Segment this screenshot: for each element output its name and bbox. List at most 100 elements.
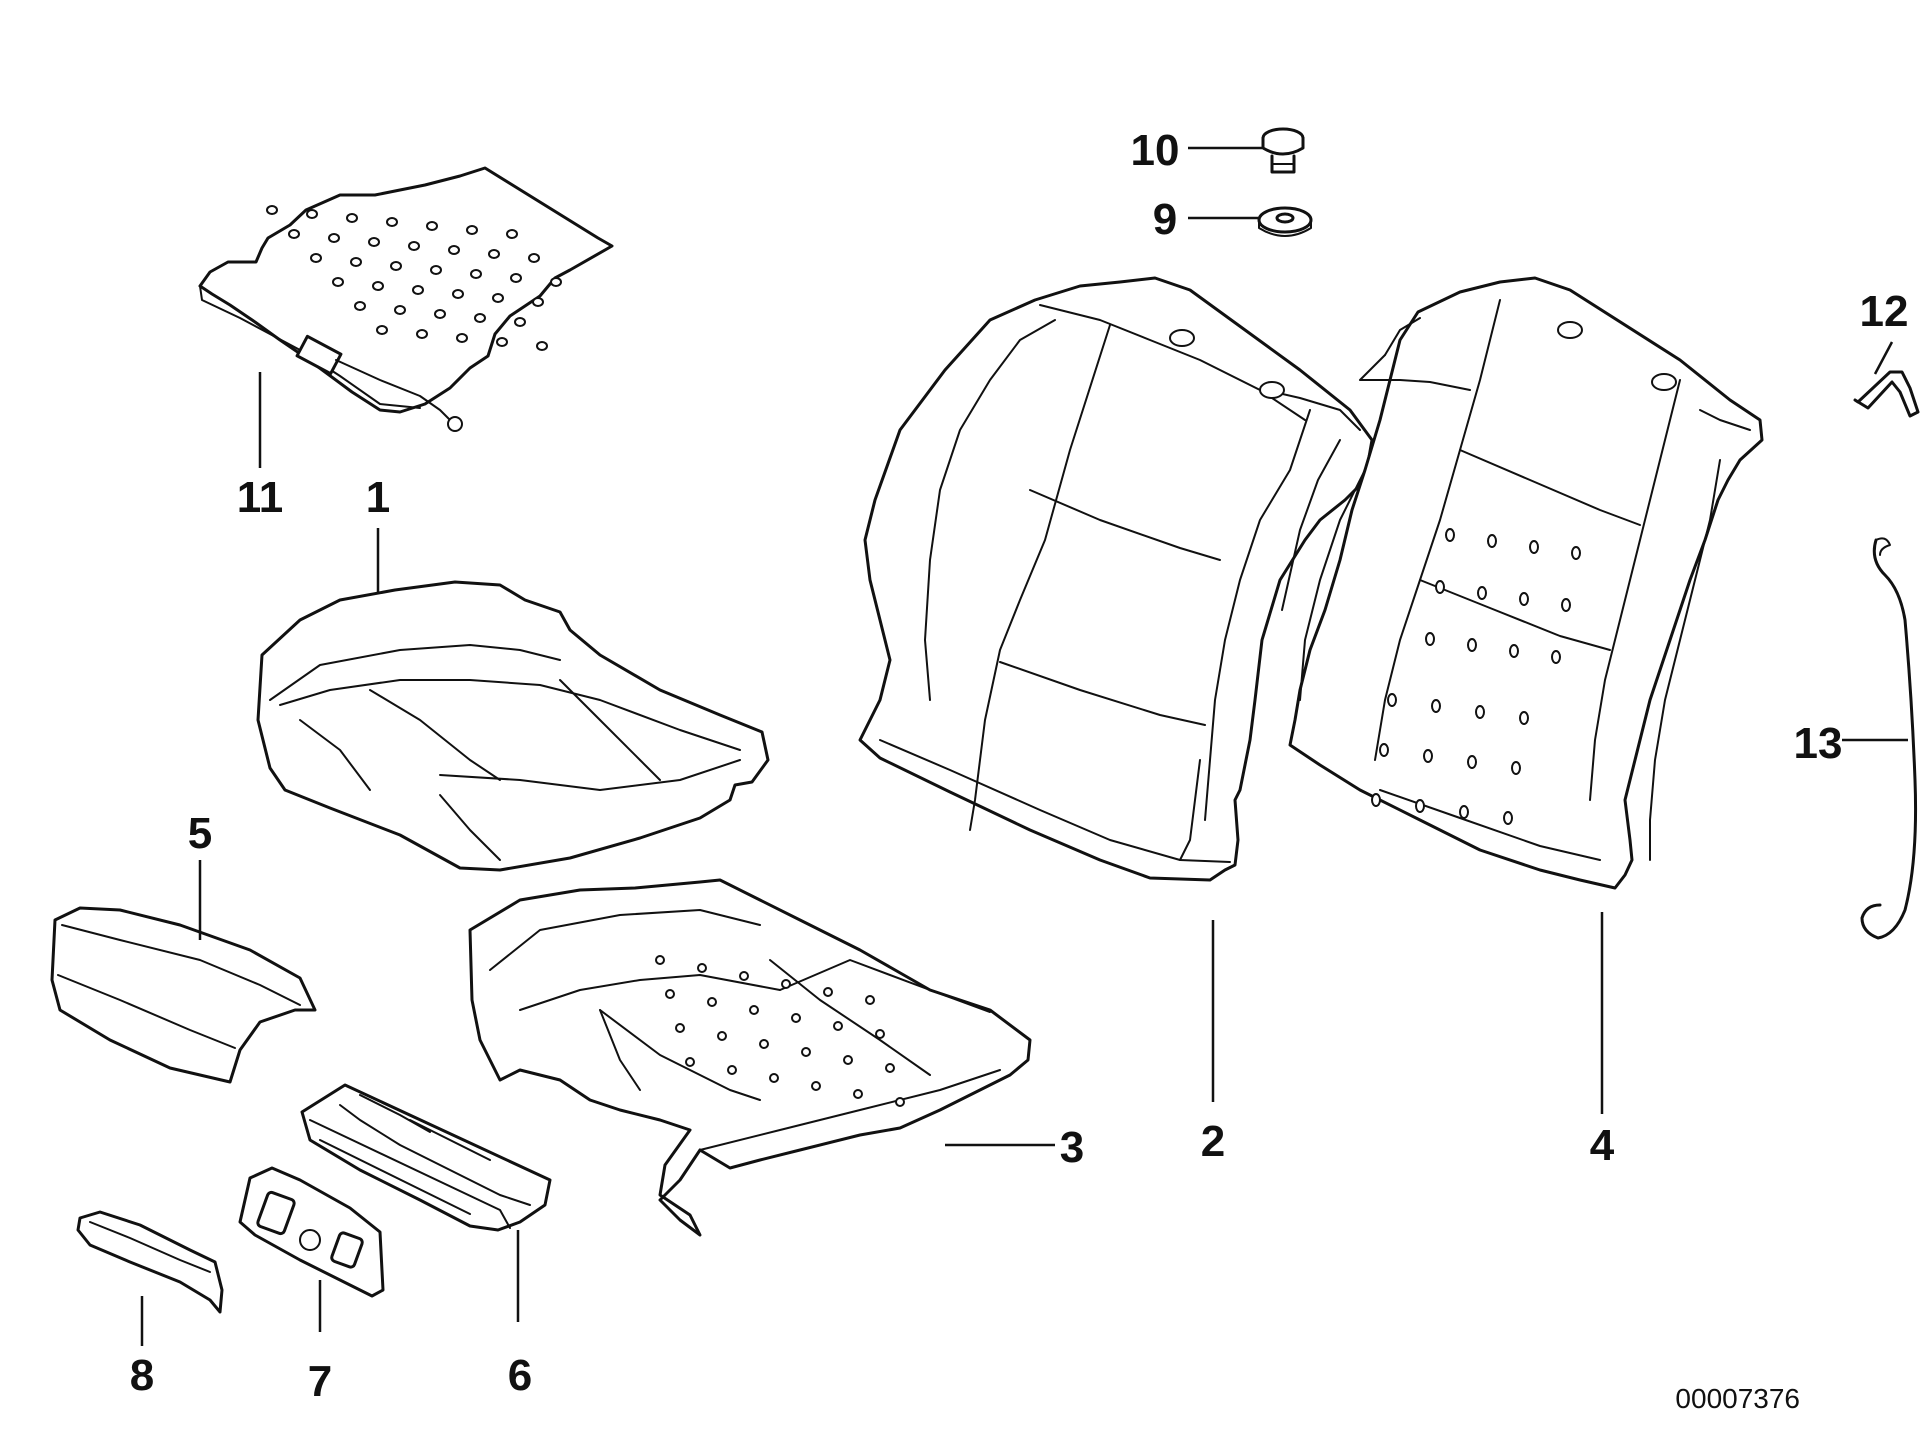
perforation-dot (655, 955, 665, 965)
perforation-dot (434, 309, 446, 319)
perforation-dot (1477, 586, 1487, 600)
callout-10: 10 (1131, 126, 1180, 175)
part-7-switch-cover (238, 1166, 385, 1298)
perforation-dot (1435, 580, 1445, 594)
perforation-dot (1475, 705, 1485, 719)
perforation-dot (1415, 799, 1425, 813)
callout-3: 3 (1060, 1123, 1084, 1172)
callout-4: 4 (1590, 1121, 1615, 1170)
perforation-dot (514, 317, 526, 327)
perforation-dot (488, 249, 500, 259)
callout-8: 8 (130, 1351, 154, 1400)
part-4-backrest-foam (1288, 276, 1764, 890)
perforation-dot (430, 265, 442, 275)
perforation-dot (781, 979, 791, 989)
callout-9: 9 (1153, 195, 1177, 244)
perforation-dot (1519, 592, 1529, 606)
perforation-dot (528, 253, 540, 263)
perforation-dot (1519, 711, 1529, 725)
perforation-dot (266, 205, 278, 215)
perforation-dot (310, 253, 322, 263)
perforation-dot (833, 1021, 843, 1031)
callout-12: 12 (1860, 287, 1909, 336)
perforation-dot (372, 281, 384, 291)
part-6-support-bracket (300, 1083, 552, 1232)
perforation-dot (843, 1055, 853, 1065)
part-8-trim-cap (76, 1210, 224, 1314)
perforation-dot (346, 213, 358, 223)
perforation-dot (1423, 749, 1433, 763)
perforation-dot (306, 209, 318, 219)
perforation-dot (452, 289, 464, 299)
perforation-dot (1503, 811, 1513, 825)
part-5-front-pad (50, 906, 317, 1084)
perforation-dot (665, 989, 675, 999)
perforation-dot (532, 297, 544, 307)
perforation-dot (1379, 743, 1389, 757)
perforation-dot (1467, 755, 1477, 769)
perforation-dot (350, 257, 362, 267)
perforation-dot (354, 301, 366, 311)
perforation-dot (1459, 805, 1469, 819)
perforation-dot (1445, 528, 1455, 542)
perforation-dot (685, 1057, 695, 1067)
perforation-dot (1561, 598, 1571, 612)
perforation-dot (811, 1081, 821, 1091)
callout-13: 13 (1794, 719, 1843, 768)
perforation-dot (1511, 761, 1521, 775)
perforation-dot (875, 1029, 885, 1039)
perforation-dot (408, 241, 420, 251)
perforation-dot (332, 277, 344, 287)
perforation-dot (386, 217, 398, 227)
perforation-dot (801, 1047, 811, 1057)
perforation-dot (474, 313, 486, 323)
perforation-dot (791, 1013, 801, 1023)
perforation-dot (412, 285, 424, 295)
callout-2: 2 (1201, 1117, 1225, 1166)
perforation-dot (1425, 632, 1435, 646)
perforation-dot (885, 1063, 895, 1073)
part-2-backrest-cover (858, 276, 1374, 882)
leader-12 (1873, 341, 1894, 375)
perforation-dot (416, 329, 428, 339)
perforation-dot (675, 1023, 685, 1033)
callout-5: 5 (188, 809, 212, 858)
callout-6: 6 (508, 1351, 532, 1400)
perforation-dot (895, 1097, 905, 1107)
callout-7: 7 (308, 1357, 332, 1406)
perforation-dot (727, 1065, 737, 1075)
perforation-dot (1529, 540, 1539, 554)
perforation-dot (1467, 638, 1477, 652)
part-10-grommet (1261, 127, 1305, 174)
perforation-dot (739, 971, 749, 981)
perforation-dot (288, 229, 300, 239)
perforation-dot (717, 1031, 727, 1041)
perforation-dot (550, 277, 562, 287)
backrest-holes (1371, 528, 1581, 825)
part-9-washer (1257, 206, 1313, 237)
callout-11: 11 (237, 473, 284, 522)
mat-holes (266, 205, 562, 351)
perforation-dot (1551, 650, 1561, 664)
perforation-dot (1487, 534, 1497, 548)
perforation-dot (749, 1005, 759, 1015)
part-1-seat-cover (256, 580, 770, 872)
perforation-dot (769, 1073, 779, 1083)
perforation-dot (1371, 793, 1381, 807)
perforation-dot (492, 293, 504, 303)
perforation-dot (1431, 699, 1441, 713)
perforation-dot (394, 305, 406, 315)
perforation-dot (510, 273, 522, 283)
perforation-dot (328, 233, 340, 243)
perforation-dot (853, 1089, 863, 1099)
foam-holes (655, 955, 905, 1107)
perforation-dot (707, 997, 717, 1007)
perforation-dot (456, 333, 468, 343)
perforation-dot (496, 337, 508, 347)
callout-1: 1 (366, 473, 390, 522)
perforation-dot (759, 1039, 769, 1049)
perforation-dot (1509, 644, 1519, 658)
perforation-dot (376, 325, 388, 335)
part-12-clip (1853, 370, 1920, 418)
